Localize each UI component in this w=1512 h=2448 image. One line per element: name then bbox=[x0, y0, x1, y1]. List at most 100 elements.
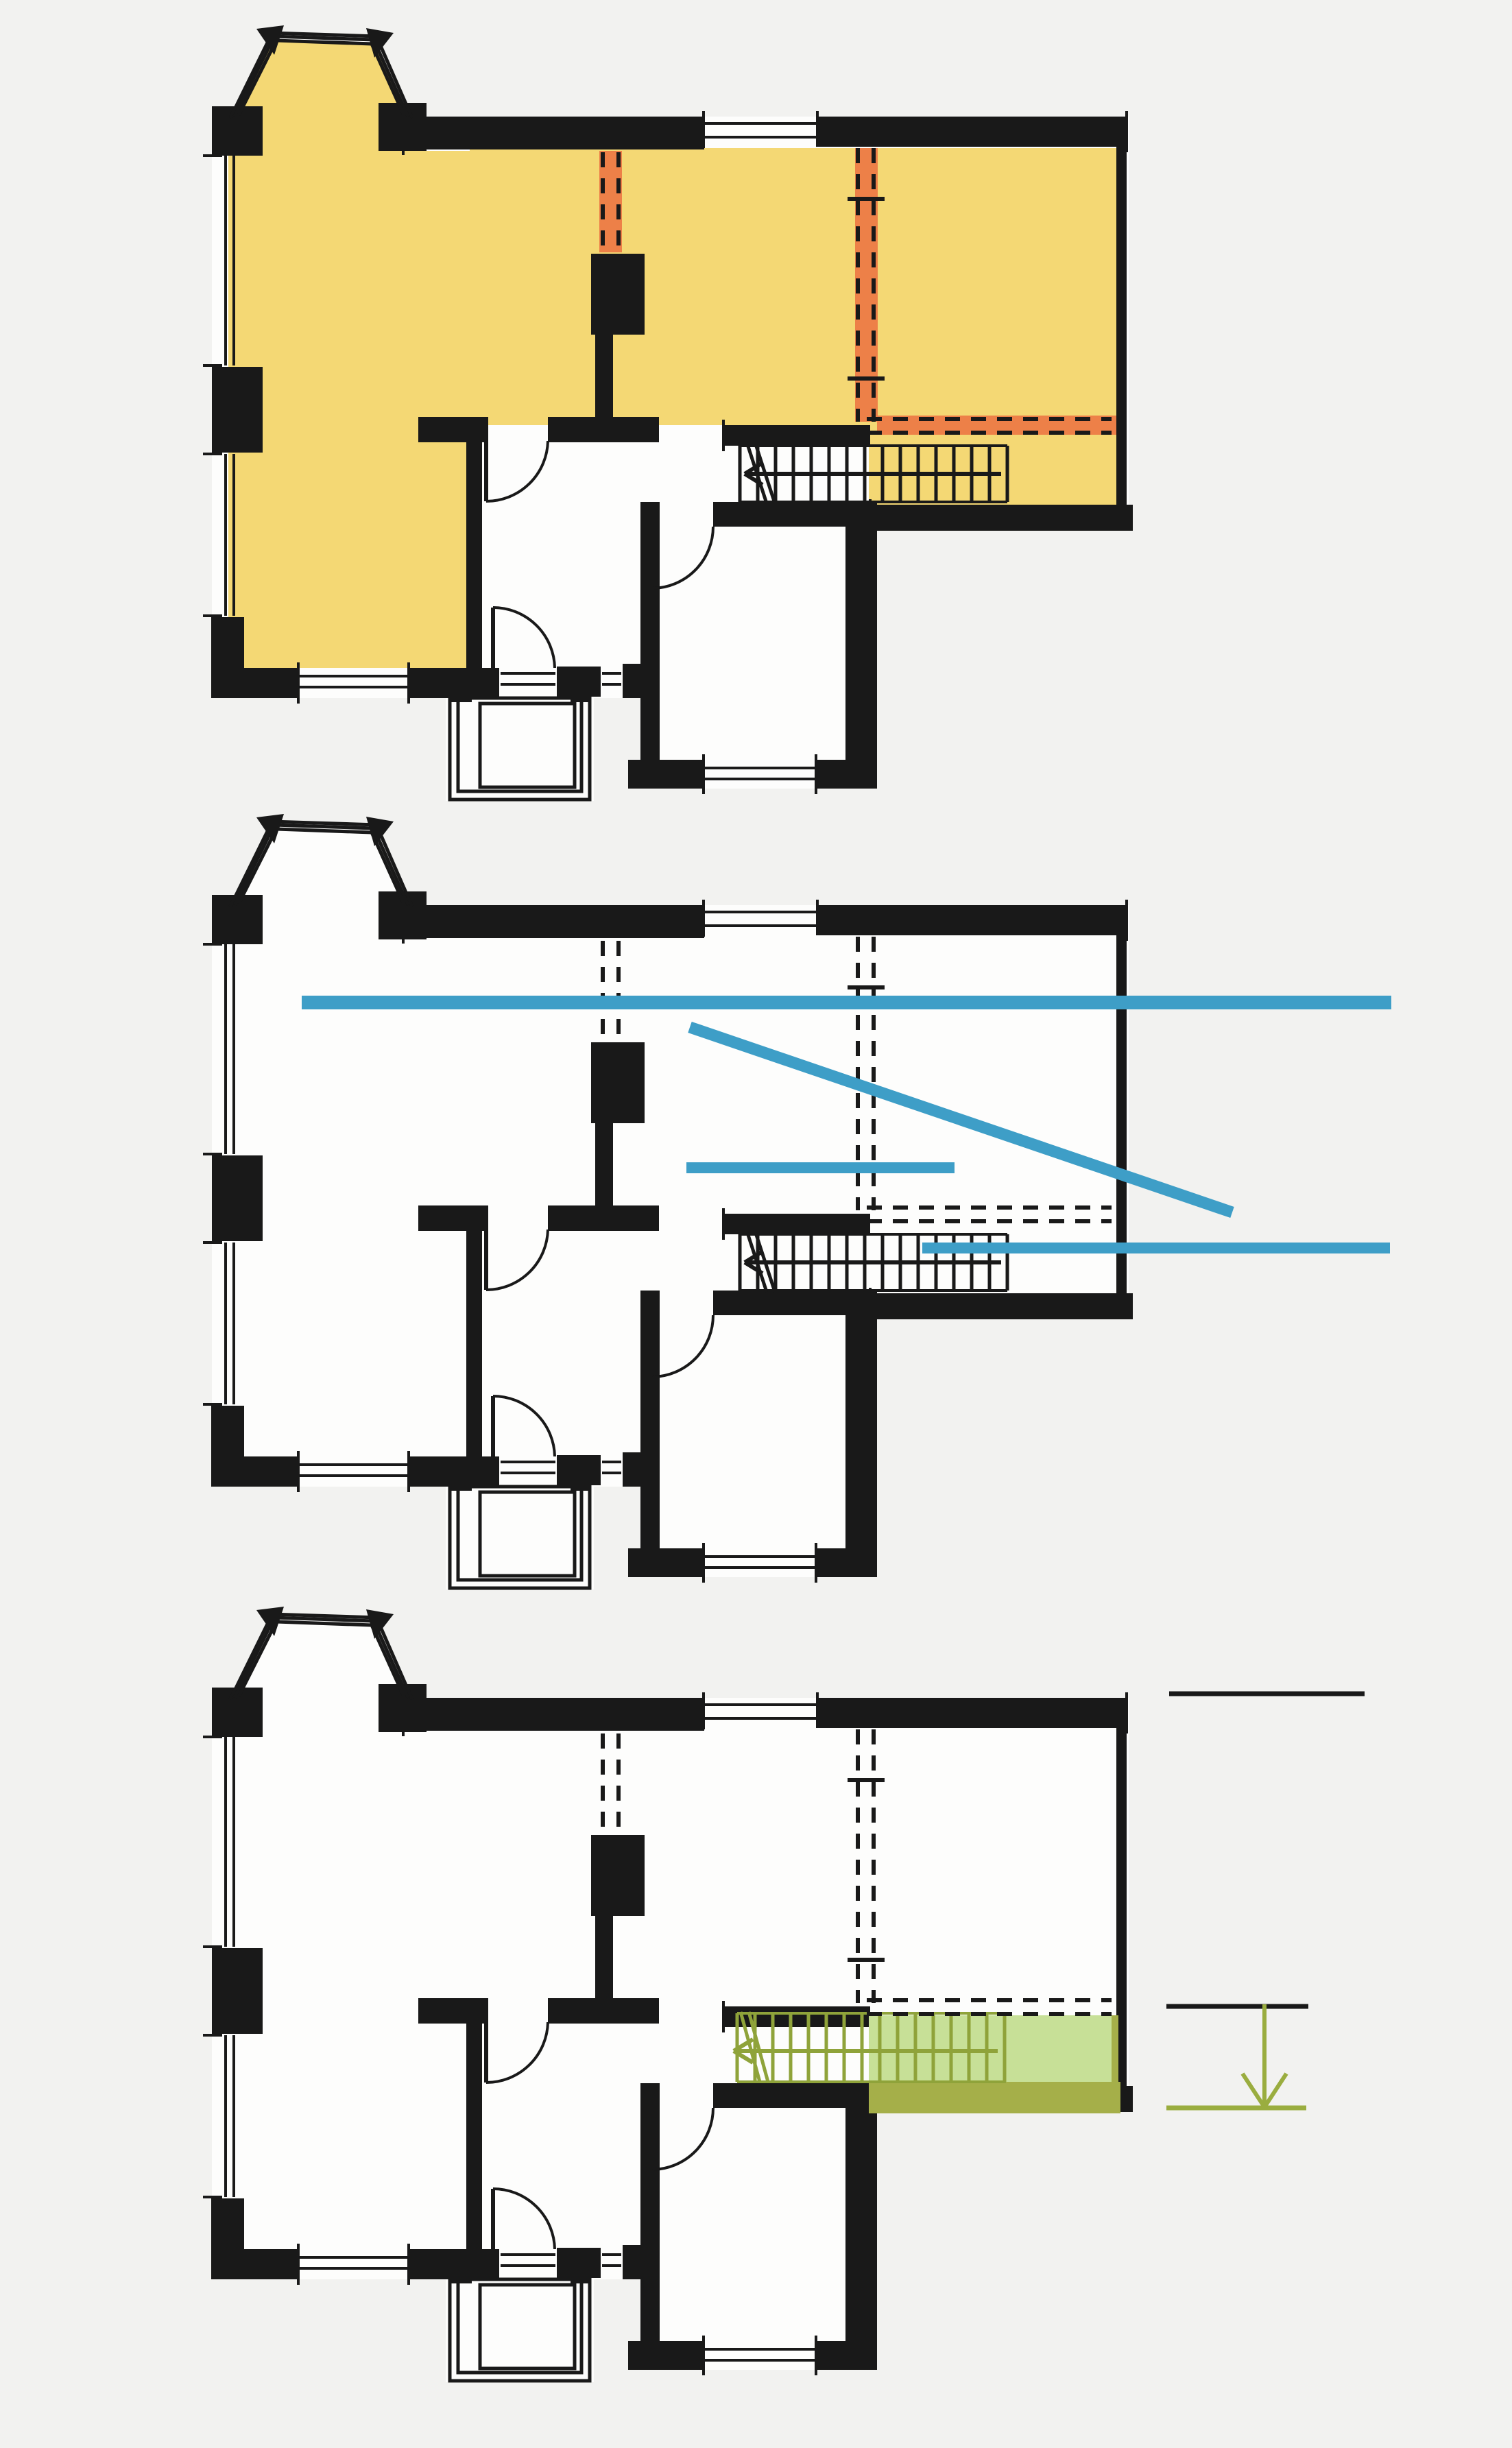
door-swing bbox=[492, 2187, 556, 2250]
door-swing bbox=[652, 2107, 715, 2171]
bay-corner-post bbox=[256, 1607, 284, 1636]
porch-step bbox=[456, 2277, 584, 2375]
wall bbox=[548, 1205, 659, 1231]
wall bbox=[212, 1155, 263, 1241]
door-swing bbox=[652, 526, 715, 590]
bay-window bbox=[228, 25, 414, 119]
wall bbox=[212, 1948, 263, 2034]
wall bbox=[591, 254, 645, 335]
stair-break-mark bbox=[745, 1232, 769, 1293]
plan-demolition bbox=[203, 25, 1133, 802]
wall bbox=[1116, 935, 1127, 1319]
entry-porch bbox=[448, 696, 592, 802]
wall bbox=[450, 1478, 472, 1491]
bay-window-glazing bbox=[237, 38, 406, 117]
bay-window-glazing bbox=[237, 827, 406, 905]
bay-corner-post bbox=[366, 817, 394, 846]
entry-porch bbox=[448, 1485, 592, 1590]
wall bbox=[818, 905, 1127, 935]
wall bbox=[595, 335, 613, 418]
wall bbox=[548, 1998, 659, 2024]
wall bbox=[213, 668, 298, 698]
stair-break-mark bbox=[745, 444, 769, 504]
retained-room-band bbox=[470, 148, 1116, 425]
wall bbox=[548, 417, 659, 442]
wall bbox=[816, 760, 877, 789]
wall bbox=[845, 1291, 877, 1577]
wall bbox=[816, 1548, 877, 1577]
porch-step bbox=[456, 1485, 584, 1582]
porch-step bbox=[478, 701, 577, 789]
staircase bbox=[738, 444, 1009, 504]
sight-lines bbox=[302, 996, 1391, 1253]
bay-window-glazing bbox=[228, 31, 414, 119]
door-swing bbox=[485, 440, 549, 503]
porch-step bbox=[478, 2283, 577, 2371]
plan-sightlines bbox=[203, 814, 1391, 1590]
wall bbox=[212, 367, 263, 453]
windows bbox=[203, 898, 1128, 1583]
wall bbox=[595, 1916, 613, 2000]
wall bbox=[418, 1998, 488, 2024]
bay-corner-post bbox=[256, 25, 284, 55]
wall bbox=[723, 1214, 870, 1234]
wall bbox=[723, 425, 870, 446]
wall bbox=[466, 2023, 482, 2251]
wall bbox=[869, 505, 1133, 531]
plan-new-stair bbox=[203, 1607, 1365, 2383]
windows bbox=[203, 1691, 1128, 2375]
wall bbox=[628, 760, 704, 789]
door-swing bbox=[652, 1315, 715, 1378]
door-swing bbox=[492, 606, 556, 669]
bay-window bbox=[228, 814, 414, 908]
wall bbox=[450, 690, 472, 702]
bay-window-glazing bbox=[228, 1612, 414, 1701]
level-drop-arrowhead bbox=[1240, 2072, 1267, 2109]
doors bbox=[484, 1229, 715, 1457]
sight-line-diagonal bbox=[688, 1021, 1234, 1219]
bay-window-glazing bbox=[232, 1616, 410, 1699]
door-swing bbox=[492, 1395, 556, 1457]
plan-interior bbox=[212, 1616, 1129, 2382]
wall bbox=[628, 2341, 704, 2370]
doors bbox=[484, 2021, 715, 2250]
wall bbox=[818, 117, 1127, 147]
wall bbox=[845, 502, 877, 789]
level-annotation bbox=[1166, 1691, 1365, 2111]
wall bbox=[713, 502, 859, 527]
wall bbox=[640, 1291, 660, 1577]
door-swing bbox=[485, 1229, 549, 1291]
level-drop-arrowhead bbox=[1262, 2072, 1288, 2109]
stair-break-mark bbox=[754, 444, 777, 504]
wall bbox=[1116, 1728, 1127, 2112]
wall bbox=[628, 1548, 704, 1577]
bay-corner-post bbox=[256, 814, 284, 843]
walls bbox=[211, 891, 1133, 1577]
bay-corner-post bbox=[366, 28, 394, 58]
wall bbox=[405, 1698, 704, 1731]
bay-window-glazing bbox=[232, 34, 410, 118]
wall bbox=[816, 2341, 877, 2370]
bay-window-glazing bbox=[228, 819, 414, 908]
porch-step bbox=[478, 1490, 577, 1578]
entry-porch bbox=[448, 2277, 592, 2383]
wall bbox=[591, 1835, 645, 1916]
bay-window bbox=[228, 1607, 414, 1701]
wall bbox=[450, 2271, 472, 2283]
wall bbox=[213, 2249, 298, 2279]
bay-window-glazing bbox=[237, 1620, 406, 1698]
stair-break-mark bbox=[739, 2011, 762, 2083]
wall bbox=[466, 1230, 482, 1458]
new-stair-highlight bbox=[869, 2015, 1120, 2113]
wall bbox=[418, 417, 488, 442]
retained-room-bay bbox=[233, 41, 407, 154]
stair-break-mark bbox=[754, 1232, 777, 1293]
wall bbox=[713, 1291, 859, 1315]
porch-step bbox=[456, 696, 584, 793]
doors bbox=[484, 440, 715, 669]
wall bbox=[466, 442, 482, 669]
bay-window-glazing bbox=[232, 823, 410, 907]
door-swing bbox=[485, 2021, 549, 2084]
